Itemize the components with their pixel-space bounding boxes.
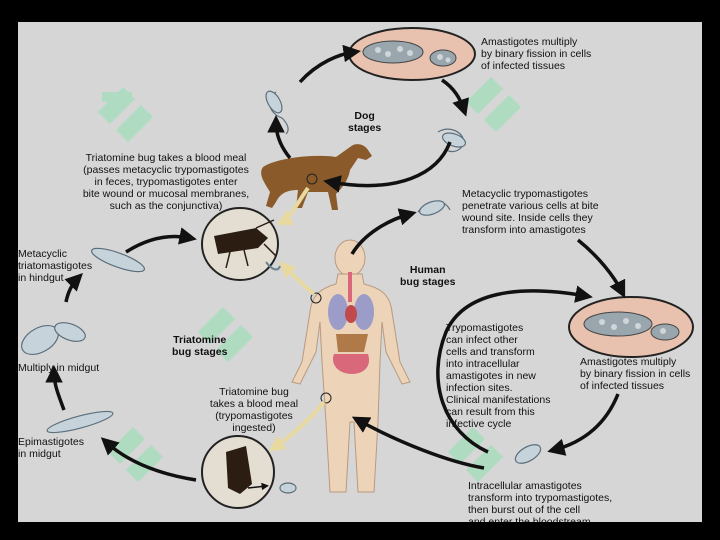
label-dog-stages: Dog stages [348,110,382,134]
life-cycle-artwork [21,27,694,509]
dog-silhouette [261,144,372,210]
arrow-multiply-to-metacyclic [64,273,83,303]
arrow-right-tissue-down [547,393,620,456]
arrow-to-human-bottom [351,416,485,470]
arrow-big-loop [436,285,593,454]
tissue-cell-right [568,296,694,358]
arrow-human-penetrate [350,208,417,255]
arrow-to-right-tissue [576,238,626,299]
label-human-stages: Human bug stages [400,264,456,288]
arrow-dog-bite [276,186,310,225]
label-epimastigotes: Epimastigotes in midgut [18,436,84,460]
arrow-tissue-down [441,78,469,117]
arrow-dog-to-tissue [298,44,361,84]
tissue-cell-top [348,27,476,81]
label-triatomine-stages: Triatomine bug stages [172,334,228,358]
label-bug-blood-meal-bottom: Triatomine bug takes a blood meal (trypo… [209,386,299,434]
diagram-panel: Amastigotes multiply by binary fission i… [18,22,702,522]
label-metacyclic-hindgut: Metacyclic triatomastigotes in hindgut [18,248,93,284]
arrow-dog-start [267,115,292,160]
watermark-logo-bottom-right [448,427,503,482]
label-bug-blood-meal-top: Triatomine bug takes a blood meal (passe… [82,152,250,212]
arrow-hindgut-to-bug [125,227,197,254]
bite-arrows [268,186,326,452]
label-amastigotes-right: Amastigotes multiply by binary fission i… [580,356,691,392]
watermark-logo-bottom-left [108,427,163,482]
watermark-logo-right [466,77,521,132]
arrow-bottom-bug-left [100,437,197,482]
label-multiply-midgut: Multiply in midgut [18,362,100,374]
arrow-human-bite-top [279,261,316,296]
label-metacyclic-penetrate: Metacyclic trypomastigotes penetrate var… [462,188,599,236]
arrow-epi-to-multiply [45,365,66,411]
watermark-logo-left [98,87,153,142]
label-intracellular: Intracellular amastigotes transform into… [468,480,613,522]
bug-circle-top [201,207,281,281]
arrow-dog-return [323,141,452,193]
arrow-human-bite-bottom [268,400,326,452]
watermark-logo-center [198,307,253,362]
label-amastigotes-top: Amastigotes multiply by binary fission i… [481,36,592,72]
cycle-arrows [45,44,626,482]
bug-circle-bottom [201,435,275,509]
label-trypomastigotes-infect: Trypomastigotes can infect other cells a… [446,322,551,430]
human-silhouette [291,239,411,493]
